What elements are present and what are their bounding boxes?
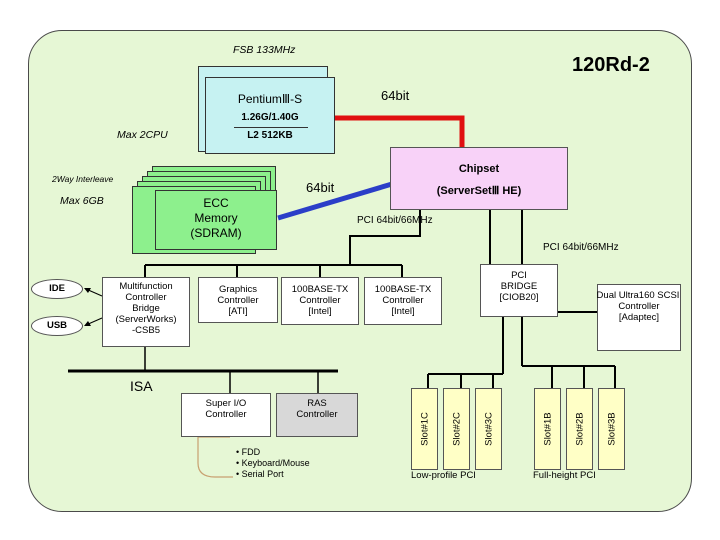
chipset-box: Chipset (ServerSetⅢ HE) — [390, 147, 568, 210]
diagram-title: 120Rd-2 — [572, 54, 650, 76]
io-port-serial: • Serial Port — [236, 469, 284, 479]
memory-bus-line — [277, 181, 393, 221]
scsi-box: Dual Ultra160 SCSI Controller [Adaptec] — [597, 284, 681, 351]
fsb-label: FSB 133MHz — [233, 44, 296, 56]
cpu-max-label: Max 2CPU — [117, 129, 168, 141]
memory-max-label: Max 6GB — [60, 195, 104, 207]
ide-port: IDE — [31, 279, 83, 299]
pci-bridge-box: PCI BRIDGE [CIOB20] — [480, 264, 558, 317]
cpu-bus-line — [334, 115, 465, 148]
memory-bus-label: 64bit — [306, 180, 335, 195]
cpu-cache: L2 512KB — [247, 130, 293, 141]
nic1-box: 100BASE-TX Controller [Intel] — [281, 277, 359, 325]
lp-pci-label: Low-profile PCI — [411, 470, 476, 481]
pci-left-label: PCI 64bit/66MHz — [357, 215, 433, 226]
cpu-bus-label: 64bit — [381, 88, 410, 103]
io-port-keyboard-mouse: • Keyboard/Mouse — [236, 458, 310, 468]
isa-label: ISA — [130, 378, 153, 394]
memory-line2: Memory — [194, 211, 238, 225]
chipset-line2: (ServerSetⅢ HE) — [436, 185, 522, 197]
slot-lp-1: Slot#1C — [411, 388, 438, 470]
pci-right-label: PCI 64bit/66MHz — [543, 242, 619, 253]
slot-fh-1: Slot#1B — [534, 388, 561, 470]
slot-fh-3: Slot#3B — [598, 388, 625, 470]
csb5-box: Multifunction Controller Bridge (ServerW… — [102, 277, 190, 347]
memory-line3: (SDRAM) — [190, 226, 242, 240]
io-port-fdd: • FDD — [236, 447, 261, 457]
memory-box: ECC Memory (SDRAM) — [155, 190, 277, 250]
ras-box: RAS Controller — [276, 393, 358, 437]
usb-port: USB — [31, 316, 83, 336]
slot-lp-2: Slot#2C — [443, 388, 470, 470]
fh-pci-label: Full-height PCI — [533, 470, 596, 481]
graphics-box: Graphics Controller [ATI] — [198, 277, 278, 323]
superio-box: Super I/O Controller — [181, 393, 271, 437]
chipset-line1: Chipset — [458, 163, 500, 175]
slot-fh-2: Slot#2B — [566, 388, 593, 470]
pci-left-line — [349, 210, 421, 265]
memory-line1: ECC — [203, 196, 229, 210]
cpu-name: PentiumⅢ-S — [237, 92, 303, 106]
memory-interleave-label: 2Way Interleave — [52, 174, 114, 184]
cpu-box: PentiumⅢ-S 1.26G/1.40G L2 512KB — [205, 77, 335, 154]
io-ports-list: • FDD • Keyboard/Mouse • Serial Port — [236, 447, 310, 480]
nic2-box: 100BASE-TX Controller [Intel] — [364, 277, 442, 325]
slot-lp-3: Slot#3C — [475, 388, 502, 470]
cpu-freq: 1.26G/1.40G — [241, 112, 299, 123]
